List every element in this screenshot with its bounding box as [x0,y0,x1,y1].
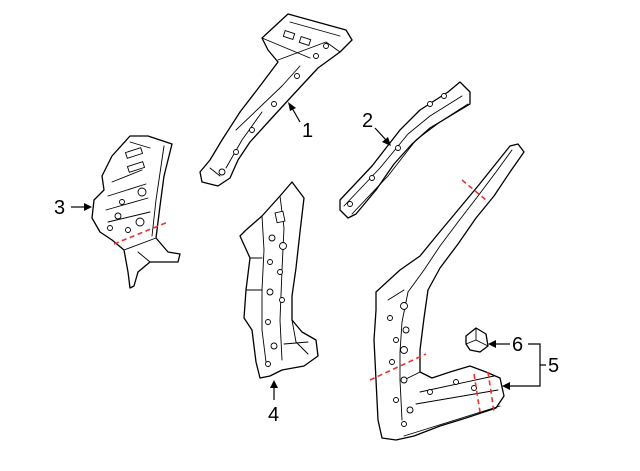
part-1-pillar-reinforcement[interactable] [199,13,353,187]
cut-line-part-5-pillar [369,353,427,381]
cut-line-part-5-rocker-b [487,371,495,413]
cut-line-part-5-rocker-a [473,373,481,413]
arrow-6 [488,340,496,348]
cut-line-part-3 [113,221,169,245]
cut-lines [113,179,495,413]
callout-labels: 1 2 3 4 5 6 [54,110,559,426]
callout-4: 4 [268,404,279,426]
arrow-4 [270,380,278,388]
callout-2: 2 [362,110,373,132]
leader-2 [374,127,387,141]
callout-5: 5 [548,355,559,377]
part-3-pillar-inner-panel[interactable] [91,135,181,289]
part-4-hinge-pillar-reinforcement[interactable] [239,181,319,379]
arrow-3 [84,203,92,211]
callout-6: 6 [512,334,523,356]
leader-5-bracket [510,343,546,387]
arrow-2 [382,137,391,146]
callout-1: 1 [302,120,313,142]
part-6-bracket[interactable] [465,327,489,353]
cut-line-part-5-upper [461,179,487,201]
arrow-5 [502,382,510,390]
callout-3: 3 [54,197,65,219]
leader-1 [291,107,301,123]
part-5-body-side-outer[interactable] [373,143,525,441]
leaders [71,102,546,400]
part-2-roof-rail-reinforcement[interactable] [339,81,471,219]
arrow-1 [288,102,296,111]
